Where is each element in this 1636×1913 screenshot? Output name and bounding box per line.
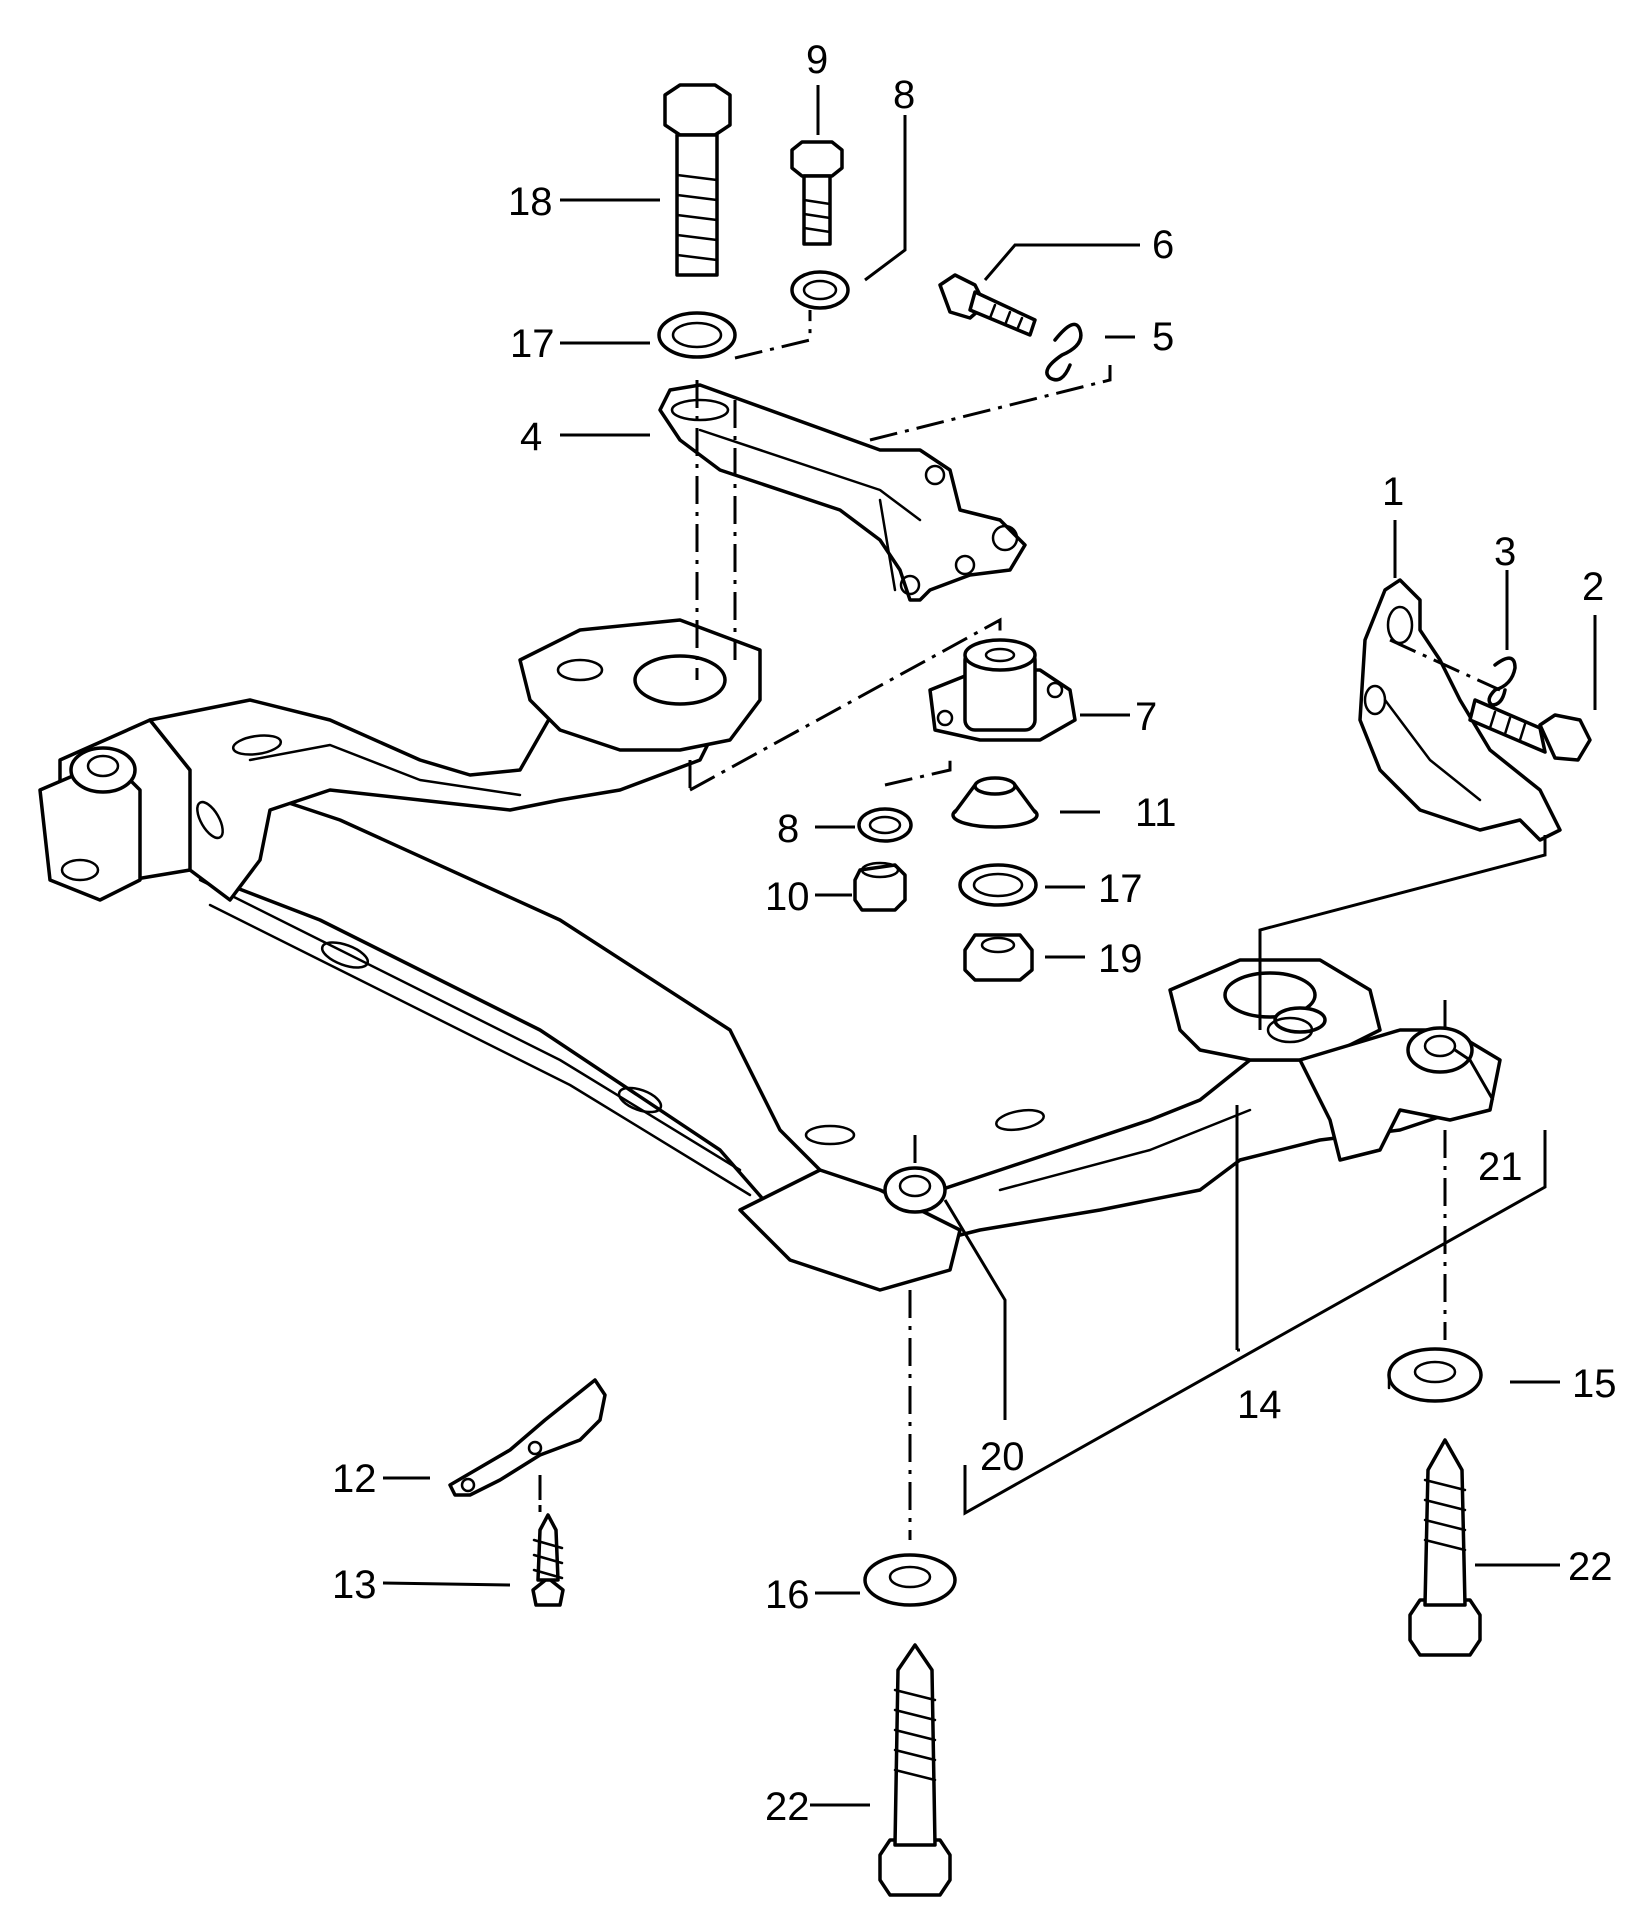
- callout-19: 19: [1098, 937, 1143, 981]
- lock-plate-3: [1487, 656, 1517, 707]
- callout-8-top: 8: [893, 73, 915, 117]
- callout-17-top: 17: [510, 322, 555, 366]
- callout-1: 1: [1382, 470, 1404, 514]
- engine-bracket-1: [1358, 578, 1562, 842]
- callout-12: 12: [332, 1457, 377, 1501]
- callout-4: 4: [520, 415, 542, 459]
- bolt-2: [1468, 698, 1592, 762]
- callout-17-mid: 17: [1098, 867, 1143, 911]
- callout-6: 6: [1152, 223, 1174, 267]
- callout-15: 15: [1572, 1362, 1617, 1406]
- callout-22-bottom: 22: [765, 1785, 810, 1829]
- bracket-12: [448, 1378, 607, 1497]
- callout-13: 13: [332, 1563, 377, 1607]
- lag-bolt-22-bottom: [878, 1643, 952, 1897]
- callout-11: 11: [1135, 791, 1177, 835]
- callout-9: 9: [806, 38, 828, 82]
- engine-bracket-4: [658, 383, 1027, 602]
- bolt-6: [938, 273, 1037, 337]
- screw-13: [531, 1513, 565, 1607]
- leader-lines: [382, 85, 1597, 1807]
- callout-8-mid: 8: [777, 807, 799, 851]
- callout-21: 21: [1478, 1145, 1523, 1189]
- callout-5: 5: [1152, 315, 1174, 359]
- rubber-mount-7: [928, 638, 1077, 742]
- callout-20: 20: [980, 1435, 1025, 1479]
- washer-17-top: [657, 311, 737, 359]
- buffer-cone-11: [951, 776, 1039, 829]
- callout-22-right: 22: [1568, 1545, 1613, 1589]
- nut-10: [853, 861, 907, 912]
- subframe-crossmember: [38, 618, 1502, 1292]
- bolt-18: [663, 83, 732, 277]
- washer-8-mid: [857, 807, 913, 843]
- callout-14: 14: [1237, 1383, 1282, 1427]
- nut-19: [963, 933, 1034, 982]
- washer-17-mid: [958, 863, 1038, 907]
- callout-18: 18: [508, 180, 553, 224]
- callout-3: 3: [1494, 530, 1516, 574]
- washer-15: [1387, 1347, 1483, 1403]
- lag-bolt-22-right: [1408, 1438, 1482, 1657]
- washer-16: [863, 1553, 957, 1607]
- washer-8-top: [790, 270, 850, 310]
- callout-16: 16: [765, 1573, 810, 1617]
- bolt-9: [790, 140, 844, 246]
- callout-labels: 1 2 3 4 5 6 7 8 8 9 10 11 12 13 14 15 16…: [332, 38, 1617, 1829]
- lock-plate-5: [1045, 322, 1083, 382]
- callout-2: 2: [1582, 565, 1604, 609]
- assembly-centerlines: [538, 310, 1501, 1540]
- callout-7: 7: [1135, 695, 1157, 739]
- callout-10: 10: [765, 875, 810, 919]
